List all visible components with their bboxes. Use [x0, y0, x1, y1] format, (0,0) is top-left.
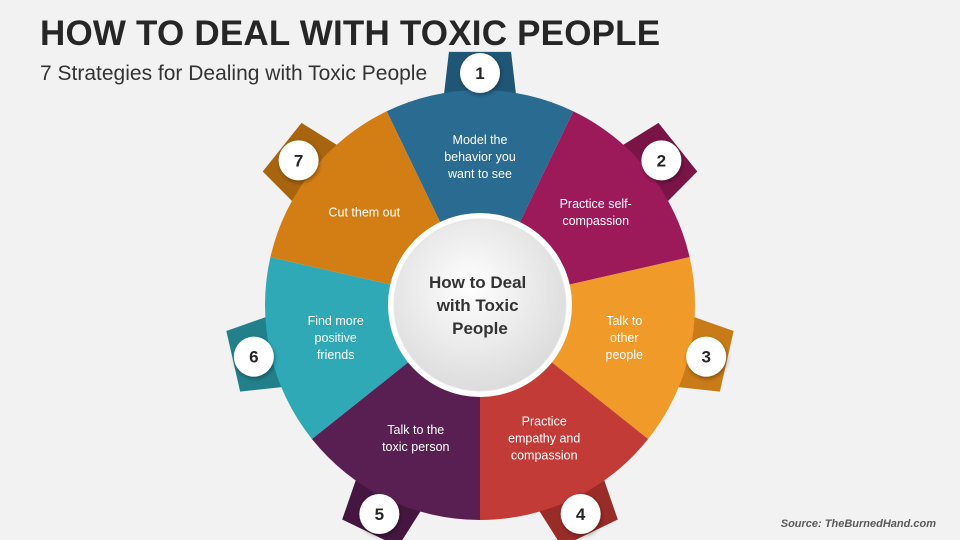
source-credit: Source: TheBurnedHand.com: [780, 518, 936, 530]
segment-label-line: compassion: [511, 448, 578, 462]
center-hub-inner: [393, 218, 567, 392]
segment-5-label: Talk to the toxic person: [382, 423, 449, 454]
badge-circle: [641, 140, 682, 181]
center-title-line: with Toxic: [436, 296, 519, 315]
segment-label-line: Talk to: [606, 314, 642, 328]
step-number: 2: [657, 151, 666, 170]
badge-circle: [460, 53, 500, 93]
badge-circle: [359, 494, 400, 535]
segment-label-line: behavior you: [444, 150, 516, 164]
segment-7-label: Cut them out: [328, 206, 400, 220]
step-7-badge: 7: [278, 140, 319, 181]
segment-3-label: Talk to other people: [606, 314, 644, 362]
segment-label-line: Find more: [308, 314, 364, 328]
segment-4-label: Practice empathy and compassion: [508, 414, 580, 462]
step-number: 1: [475, 64, 484, 83]
badge-circle: [686, 336, 727, 377]
segment-label-line: Practice: [522, 414, 567, 428]
segment-label-line: toxic person: [382, 440, 449, 454]
segment-label-line: empathy and: [508, 431, 580, 445]
center-title-line: People: [452, 319, 508, 338]
center-title: How to Deal with Toxic People: [429, 273, 531, 338]
page-subtitle: 7 Strategies for Dealing with Toxic Peop…: [40, 62, 428, 85]
segment-label-line: compassion: [562, 214, 629, 228]
step-number: 7: [294, 151, 303, 170]
step-number: 4: [576, 505, 586, 524]
step-4-badge: 4: [560, 494, 601, 535]
page-title: HOW TO DEAL WITH TOXIC PEOPLE: [40, 14, 661, 53]
step-2-badge: 2: [641, 140, 682, 181]
segment-label-line: Practice self-: [560, 197, 632, 211]
segment-label-line: other: [610, 331, 639, 345]
segment-2-label: Practice self-compassion: [560, 197, 632, 228]
segment-1: [386, 90, 574, 305]
step-3-badge: 3: [686, 336, 727, 377]
segment-label-line: want to see: [447, 167, 512, 181]
badge-circle: [233, 336, 274, 377]
segment-label-line: Model the: [453, 133, 508, 147]
segment-label-line: Talk to the: [387, 423, 444, 437]
step-1-badge: 1: [460, 53, 500, 93]
segment-label-line: people: [606, 348, 644, 362]
segment-label-line: friends: [317, 348, 355, 362]
step-number: 6: [249, 348, 258, 367]
badge-circle: [278, 140, 319, 181]
center-title-line: How to Deal: [429, 273, 526, 292]
step-5-badge: 5: [359, 494, 400, 535]
segment-1-label: Model the behavior you want to see: [444, 133, 516, 181]
step-number: 5: [375, 505, 384, 524]
segment-6-label: Find more positive friends: [308, 314, 364, 362]
badge-circle: [560, 494, 601, 535]
segment-label-line: positive: [315, 331, 357, 345]
segment-label-line: Cut them out: [328, 206, 400, 220]
step-6-badge: 6: [233, 336, 274, 377]
step-number: 3: [701, 348, 710, 367]
